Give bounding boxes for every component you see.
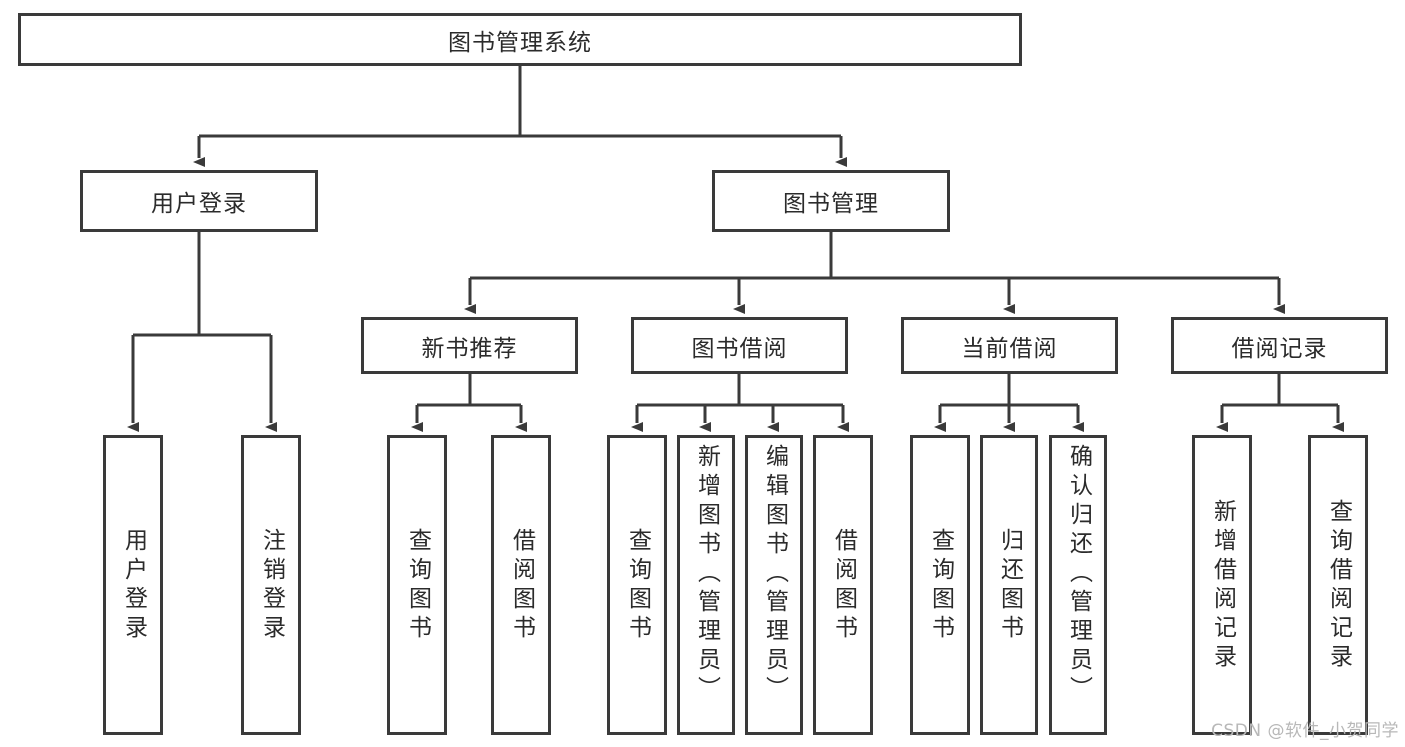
- node-leaf-add-record[interactable]: 新增借阅记录: [1192, 435, 1252, 735]
- node-leaf-edit-book[interactable]: 编辑图书（管理员）: [745, 435, 803, 735]
- node-borrow-record[interactable]: 借阅记录: [1171, 317, 1388, 374]
- node-leaf-query-book-1-label: 查询图书: [404, 528, 431, 644]
- node-leaf-query-book-1[interactable]: 查询图书: [387, 435, 447, 735]
- node-leaf-logout-login[interactable]: 注销登录: [241, 435, 301, 735]
- node-leaf-query-book-2[interactable]: 查询图书: [607, 435, 667, 735]
- node-leaf-borrow-book-1[interactable]: 借阅图书: [491, 435, 551, 735]
- node-leaf-add-book[interactable]: 新增图书（管理员）: [677, 435, 735, 735]
- node-new-book-recommend-label: 新书推荐: [421, 335, 518, 362]
- node-root-label: 图书管理系统: [448, 29, 592, 56]
- node-leaf-query-book-2-label: 查询图书: [624, 528, 651, 644]
- node-book-borrow-label: 图书借阅: [691, 335, 788, 362]
- node-current-borrow[interactable]: 当前借阅: [901, 317, 1118, 374]
- node-book-borrow[interactable]: 图书借阅: [631, 317, 848, 374]
- node-leaf-user-login[interactable]: 用户登录: [103, 435, 163, 735]
- node-leaf-logout-login-label: 注销登录: [258, 528, 285, 644]
- node-leaf-query-book-3[interactable]: 查询图书: [910, 435, 970, 735]
- node-leaf-return-book[interactable]: 归还图书: [980, 435, 1038, 735]
- node-user-login[interactable]: 用户登录: [80, 170, 318, 232]
- node-book-manage-label: 图书管理: [783, 191, 879, 217]
- node-leaf-edit-book-label: 编辑图书（管理员）: [761, 444, 788, 705]
- node-leaf-query-record-label: 查询借阅记录: [1325, 499, 1352, 673]
- node-new-book-recommend[interactable]: 新书推荐: [361, 317, 578, 374]
- node-book-manage[interactable]: 图书管理: [712, 170, 950, 232]
- node-leaf-return-book-label: 归还图书: [996, 528, 1023, 644]
- node-leaf-add-book-label: 新增图书（管理员）: [693, 444, 720, 705]
- node-leaf-confirm-return-label: 确认归还（管理员）: [1065, 444, 1092, 705]
- node-leaf-query-book-3-label: 查询图书: [927, 528, 954, 644]
- node-current-borrow-label: 当前借阅: [961, 335, 1058, 362]
- node-root[interactable]: 图书管理系统: [18, 13, 1022, 66]
- node-borrow-record-label: 借阅记录: [1231, 335, 1328, 362]
- node-leaf-add-record-label: 新增借阅记录: [1209, 499, 1236, 673]
- node-leaf-query-record[interactable]: 查询借阅记录: [1308, 435, 1368, 735]
- node-leaf-borrow-book-2-label: 借阅图书: [830, 528, 857, 644]
- node-leaf-confirm-return[interactable]: 确认归还（管理员）: [1049, 435, 1107, 735]
- node-leaf-user-login-label: 用户登录: [120, 528, 147, 644]
- node-leaf-borrow-book-2[interactable]: 借阅图书: [813, 435, 873, 735]
- node-user-login-label: 用户登录: [151, 191, 247, 217]
- csdn-watermark: CSDN @软件_小贺同学: [1211, 721, 1399, 741]
- node-leaf-borrow-book-1-label: 借阅图书: [508, 528, 535, 644]
